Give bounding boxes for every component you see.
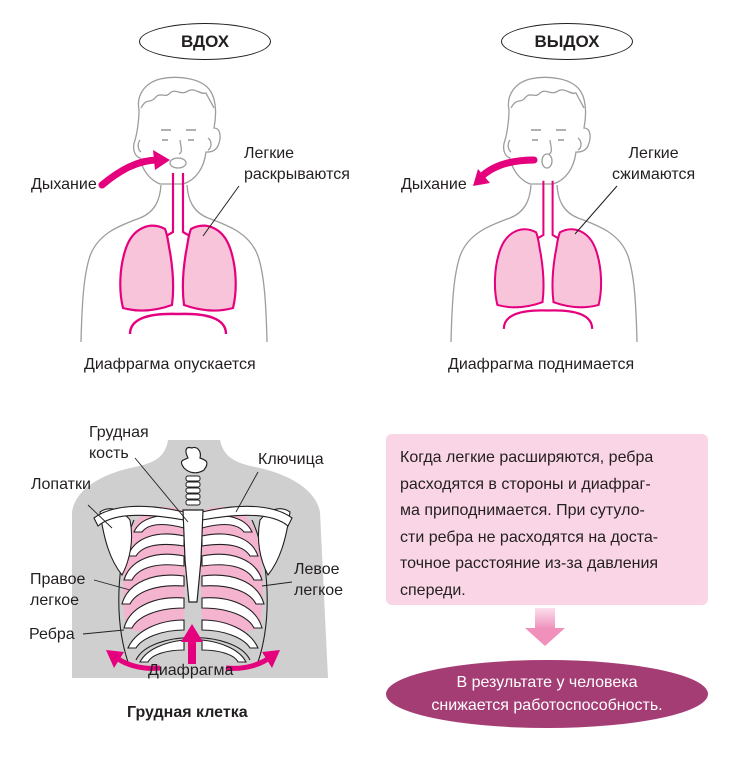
right-lung-label: Правое легкое [30, 571, 86, 609]
inhale-title: ВДОХ [139, 23, 271, 60]
sternum-label: Грудная кость [89, 424, 149, 462]
explanation-line: точное расстояние из-за давления [400, 555, 659, 572]
inhale-breath-label: Дыхание [31, 176, 97, 193]
clavicle-label: Ключица [258, 451, 324, 468]
explanation-box: Когда легкие расширяются, ребра расходят… [386, 434, 708, 605]
explanation-line: сти ребра не расходятся на доста- [400, 528, 659, 546]
left-lung-label: Левое легкое [294, 561, 344, 599]
result-line: снижается работоспособность. [431, 697, 663, 714]
explanation-line: Когда легкие расширяются, ребра [400, 449, 654, 466]
exhale-figure [450, 76, 638, 343]
exhale-breath-label: Дыхание [401, 176, 467, 193]
down-arrow-icon [525, 608, 565, 646]
ribs-label: Ребра [29, 626, 75, 643]
exhale-caption: Диафрагма поднимается [448, 356, 635, 373]
diaphragm-label: Диафрагма [148, 662, 234, 679]
scapula-label: Лопатки [31, 476, 91, 493]
exhale-title: ВЫДОХ [501, 23, 633, 60]
exhale-lungs-label: Легкие сжимаются [612, 145, 696, 183]
explanation-line: спереди. [400, 581, 466, 599]
inhale-lungs-label: Легкие раскрываются [244, 145, 350, 183]
ribcage-figure [72, 440, 328, 678]
ribcage-caption: Грудная клетка [127, 704, 248, 721]
result-oval: В результате у человека снижается работо… [386, 660, 708, 728]
inhale-figure [80, 76, 268, 343]
inhale-caption: Диафрагма опускается [84, 356, 256, 373]
explanation-line: ма приподнимается. При сутуло- [400, 502, 645, 519]
result-line: В результате у человека [456, 674, 638, 691]
explanation-line: расходятся в стороны и диафраг- [400, 475, 651, 493]
